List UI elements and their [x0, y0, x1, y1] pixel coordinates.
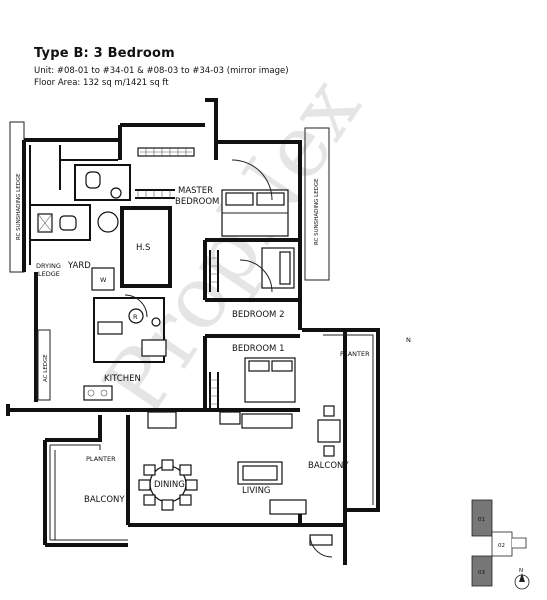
- dining-chair-1: [161, 459, 174, 471]
- toilet-icon: [85, 171, 101, 189]
- key-plan-label-02: 02: [498, 543, 505, 549]
- balcony-table-icon: [317, 419, 341, 443]
- key-plan: 01 02 03 N: [471, 499, 530, 590]
- bathroom-1-walls: [74, 164, 131, 201]
- bedroom-2-door-swing: [239, 259, 273, 293]
- living-label: LIVING: [242, 486, 271, 496]
- main-partition-wall: [6, 404, 300, 416]
- dining-chair-8: [143, 464, 156, 476]
- balcony-right-walls: [318, 328, 380, 512]
- master-door-swing: [231, 159, 273, 201]
- balcony-chair-2: [323, 445, 335, 457]
- bedroom-2-pillow: [279, 251, 291, 285]
- master-pillow-left: [225, 192, 254, 206]
- bedroom-1-pillow-left: [248, 360, 270, 372]
- key-plan-label-01: 01: [478, 517, 485, 523]
- exterior-wall-west: [22, 140, 38, 402]
- balcony-left-railing: [49, 444, 128, 541]
- kitchen-floor-trap-icon: [151, 317, 161, 327]
- north-arrow-pointer: [519, 573, 525, 582]
- entrance-door-swing: [309, 534, 333, 558]
- wardrobe-bedroom-1-doors: [210, 379, 218, 405]
- wardrobe-bedroom-1: [209, 372, 219, 410]
- key-plan-stack-03: [471, 555, 493, 587]
- balcony-left-walls: [43, 415, 128, 547]
- washer-icon: [91, 267, 115, 291]
- household-shelter: [120, 206, 172, 288]
- key-plan-stack-01: [471, 499, 493, 537]
- hob-icon: [83, 385, 113, 401]
- ac-ledge: [37, 329, 51, 401]
- key-plan-core: [512, 537, 527, 549]
- shower-cross: [37, 213, 53, 233]
- balcony-chair-1: [323, 405, 335, 417]
- bedroom-1-door-icon: [219, 411, 241, 425]
- drying-ledge-label-2: LEDGE: [38, 270, 60, 278]
- floor-area: Floor Area: 132 sq m/1421 sq ft: [34, 78, 169, 88]
- refrigerator-icon: [128, 308, 144, 324]
- wardrobe-master: [135, 189, 175, 199]
- washer-label: W: [100, 276, 107, 284]
- unit-numbers: Unit: #08-01 to #34-01 & #08-03 to #34-0…: [34, 66, 289, 76]
- dining-chair-2: [179, 464, 192, 476]
- balcony-left-label: BALCONY: [84, 495, 125, 505]
- master-bedroom-label-2: BEDROOM: [175, 197, 219, 207]
- wardrobe-master-doors: [137, 190, 171, 198]
- rc-ledge-right-label: RC SUNSHADING LEDGE: [314, 178, 320, 245]
- hob-burner-1: [87, 389, 95, 397]
- wardrobe-bedroom-2-doors: [210, 257, 218, 283]
- master-bedroom-label-1: MASTER: [178, 186, 213, 196]
- floor-plan-title: Type B: 3 Bedroom: [34, 46, 175, 61]
- bedroom-1-label: BEDROOM 1: [232, 344, 284, 354]
- wardrobe-bedroom-2: [209, 250, 219, 292]
- kitchen-label: KITCHEN: [104, 374, 141, 384]
- planter-right-label: PLANTER: [340, 350, 370, 358]
- dining-chair-4: [179, 494, 192, 506]
- watermark-letter: N: [406, 336, 411, 344]
- bedroom-1-walls: [203, 334, 300, 410]
- exterior-wall-north: [24, 98, 302, 330]
- rc-ledge-left-label: RC SUNSHADING LEDGE: [16, 173, 22, 240]
- bedroom-2-label: BEDROOM 2: [232, 310, 284, 320]
- yard-label: YARD: [67, 261, 91, 271]
- bedroom-1-pillow-right: [271, 360, 293, 372]
- dining-label: DINING: [154, 480, 185, 490]
- counter-icon: [147, 411, 177, 429]
- dining-chair-5: [161, 499, 174, 511]
- hob-burner-2: [100, 389, 108, 397]
- planter-left-label: PLANTER: [86, 455, 116, 463]
- tv-console-icon: [269, 499, 307, 515]
- master-pillow-right: [256, 192, 285, 206]
- refrigerator-label: R: [133, 313, 138, 321]
- kitchen-sink-icon: [141, 339, 167, 357]
- bedroom-2-walls: [203, 238, 300, 302]
- dining-chair-6: [143, 494, 156, 506]
- basin-icon: [97, 211, 119, 233]
- key-plan-label-03: 03: [478, 570, 485, 576]
- balcony-right-label: BALCONY: [308, 461, 349, 471]
- hs-label: H.S: [136, 243, 150, 253]
- floor-trap-icon: [110, 187, 122, 199]
- drying-ledge-label-1: DRYING: [36, 262, 61, 270]
- ac-ledge-label: AC LEDGE: [43, 354, 49, 382]
- kitchen-door-swing: [124, 294, 148, 318]
- dining-chair-7: [138, 479, 151, 491]
- toilet-2-icon: [59, 215, 77, 231]
- bathroom-2-walls: [29, 204, 91, 241]
- kitchen-appliance-icon: [97, 321, 123, 335]
- bedroom-1-desk-icon: [241, 413, 293, 429]
- window-north-mullions: [140, 148, 192, 156]
- balcony-right-railing: [323, 334, 374, 505]
- kitchen-service-walls: [93, 297, 165, 363]
- north-label: N: [519, 568, 523, 574]
- coffee-table-icon: [242, 465, 278, 481]
- dining-chair-3: [185, 479, 198, 491]
- rc-ledge-right: [304, 127, 330, 281]
- entrance-door-icon: [309, 534, 333, 546]
